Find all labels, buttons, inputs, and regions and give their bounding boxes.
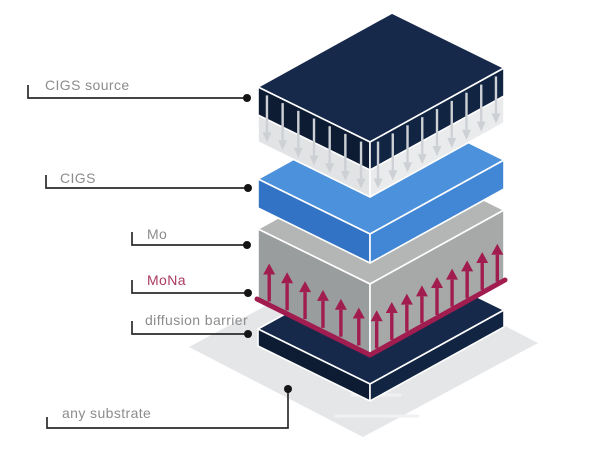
label-text-any-substrate: any substrate (62, 405, 151, 421)
leader-line (27, 85, 247, 99)
leader-line (46, 389, 289, 429)
leader-dot (244, 184, 252, 192)
label-text-diffusion-barrier: diffusion barrier (145, 312, 248, 328)
leader-line (131, 232, 247, 246)
label-cigs-source: CIGS source (27, 77, 251, 102)
label-text-mona: MoNa (147, 272, 186, 288)
leader-line (131, 321, 248, 335)
leader-line (45, 175, 248, 189)
deposition-arrows (262, 76, 501, 189)
leader-dot (284, 385, 292, 393)
leader-dot (244, 289, 252, 297)
label-mona: MoNa (131, 272, 252, 297)
leader-line (131, 280, 248, 294)
label-text-cigs-source: CIGS source (45, 77, 130, 93)
label-mo: Mo (131, 226, 251, 249)
label-cigs: CIGS (45, 170, 252, 192)
barrier-right-face (369, 309, 505, 402)
label-text-mo: Mo (147, 226, 167, 242)
mona-interface-line (254, 277, 508, 358)
label-text-cigs: CIGS (60, 170, 96, 186)
cigs-right-face (369, 159, 505, 264)
leader-dot (244, 330, 252, 338)
label-diffusion-barrier: diffusion barrier (131, 312, 252, 338)
label-any-substrate: any substrate (46, 385, 292, 429)
leader-dot (243, 94, 251, 102)
sodium-diffusion-arrows (263, 243, 504, 349)
leader-dot (243, 241, 251, 249)
